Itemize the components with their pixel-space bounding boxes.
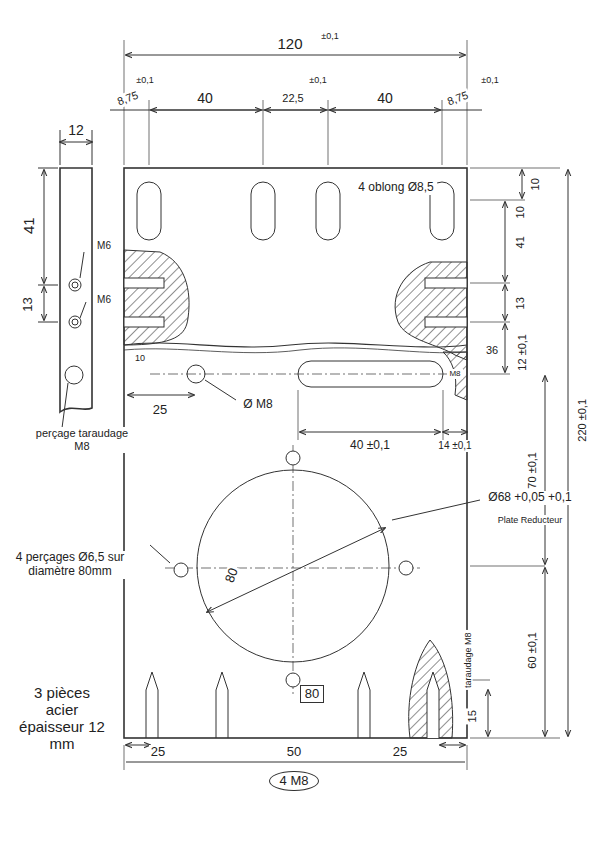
- dimension-label: Ø68 +0,05 +0,1: [486, 491, 573, 505]
- dimension-label: 50: [285, 745, 303, 760]
- dimension-label: ±0,1: [479, 75, 500, 85]
- dimension-label: 10: [514, 204, 527, 220]
- dimension-label: M8: [447, 369, 462, 378]
- dimension-label: 25: [151, 403, 169, 418]
- dimension-label: 4 M8: [269, 771, 320, 792]
- dimension-label: 41: [514, 234, 527, 250]
- dimension-label: 15: [466, 708, 479, 724]
- dimension-label: 40 ±0,1: [348, 439, 392, 453]
- dimension-label: 70 ±0,1: [526, 450, 539, 491]
- dimension-label: ±0,1: [134, 75, 155, 85]
- dimension-label: 12: [66, 122, 86, 138]
- dimension-label: 80: [300, 685, 324, 704]
- note: 4 perçages Ø6,5 sur diamètre 80mm: [13, 551, 127, 579]
- note: perçage taraudage M8: [30, 427, 134, 452]
- dimension-label: 8,75: [444, 88, 472, 109]
- note: 3 pièces acier épaisseur 12 mm: [15, 684, 109, 753]
- dimension-label: ±0,1: [307, 75, 328, 85]
- dimension-label: 40: [195, 90, 215, 106]
- dimension-label: 10: [529, 176, 542, 192]
- dimension-label: 14 ±0,1: [436, 440, 473, 452]
- dimension-label: 80: [222, 564, 242, 586]
- dimension-label: 60 ±0,1: [526, 630, 539, 671]
- dimension-label: 25: [391, 745, 409, 760]
- dimension-label: 13: [21, 295, 36, 313]
- dimension-label: 12 ±0,1: [516, 332, 529, 373]
- dimension-label: 13: [514, 295, 527, 311]
- dimension-label: M6: [95, 240, 113, 252]
- dimension-label: Plate Reducteur: [496, 515, 565, 525]
- dimension-label: ±0,1: [319, 31, 340, 41]
- dimension-label: 220 ±0,1: [576, 397, 589, 444]
- dimension-label: 120: [275, 35, 304, 52]
- dimension-label: taraudage M8: [463, 630, 473, 690]
- dimension-label: M6: [95, 294, 113, 306]
- dimension-label: 10: [133, 353, 147, 363]
- dimension-label: Ø M8: [241, 398, 274, 412]
- dimension-label: 22,5: [280, 92, 305, 105]
- dimension-label: 40: [375, 90, 395, 106]
- dimension-label: 41: [19, 216, 36, 237]
- dimension-label: 36: [484, 344, 500, 357]
- note: 4 oblong Ø8,5: [355, 181, 437, 195]
- dimension-label: 8,75: [114, 88, 142, 109]
- dimension-label: 25: [149, 745, 167, 760]
